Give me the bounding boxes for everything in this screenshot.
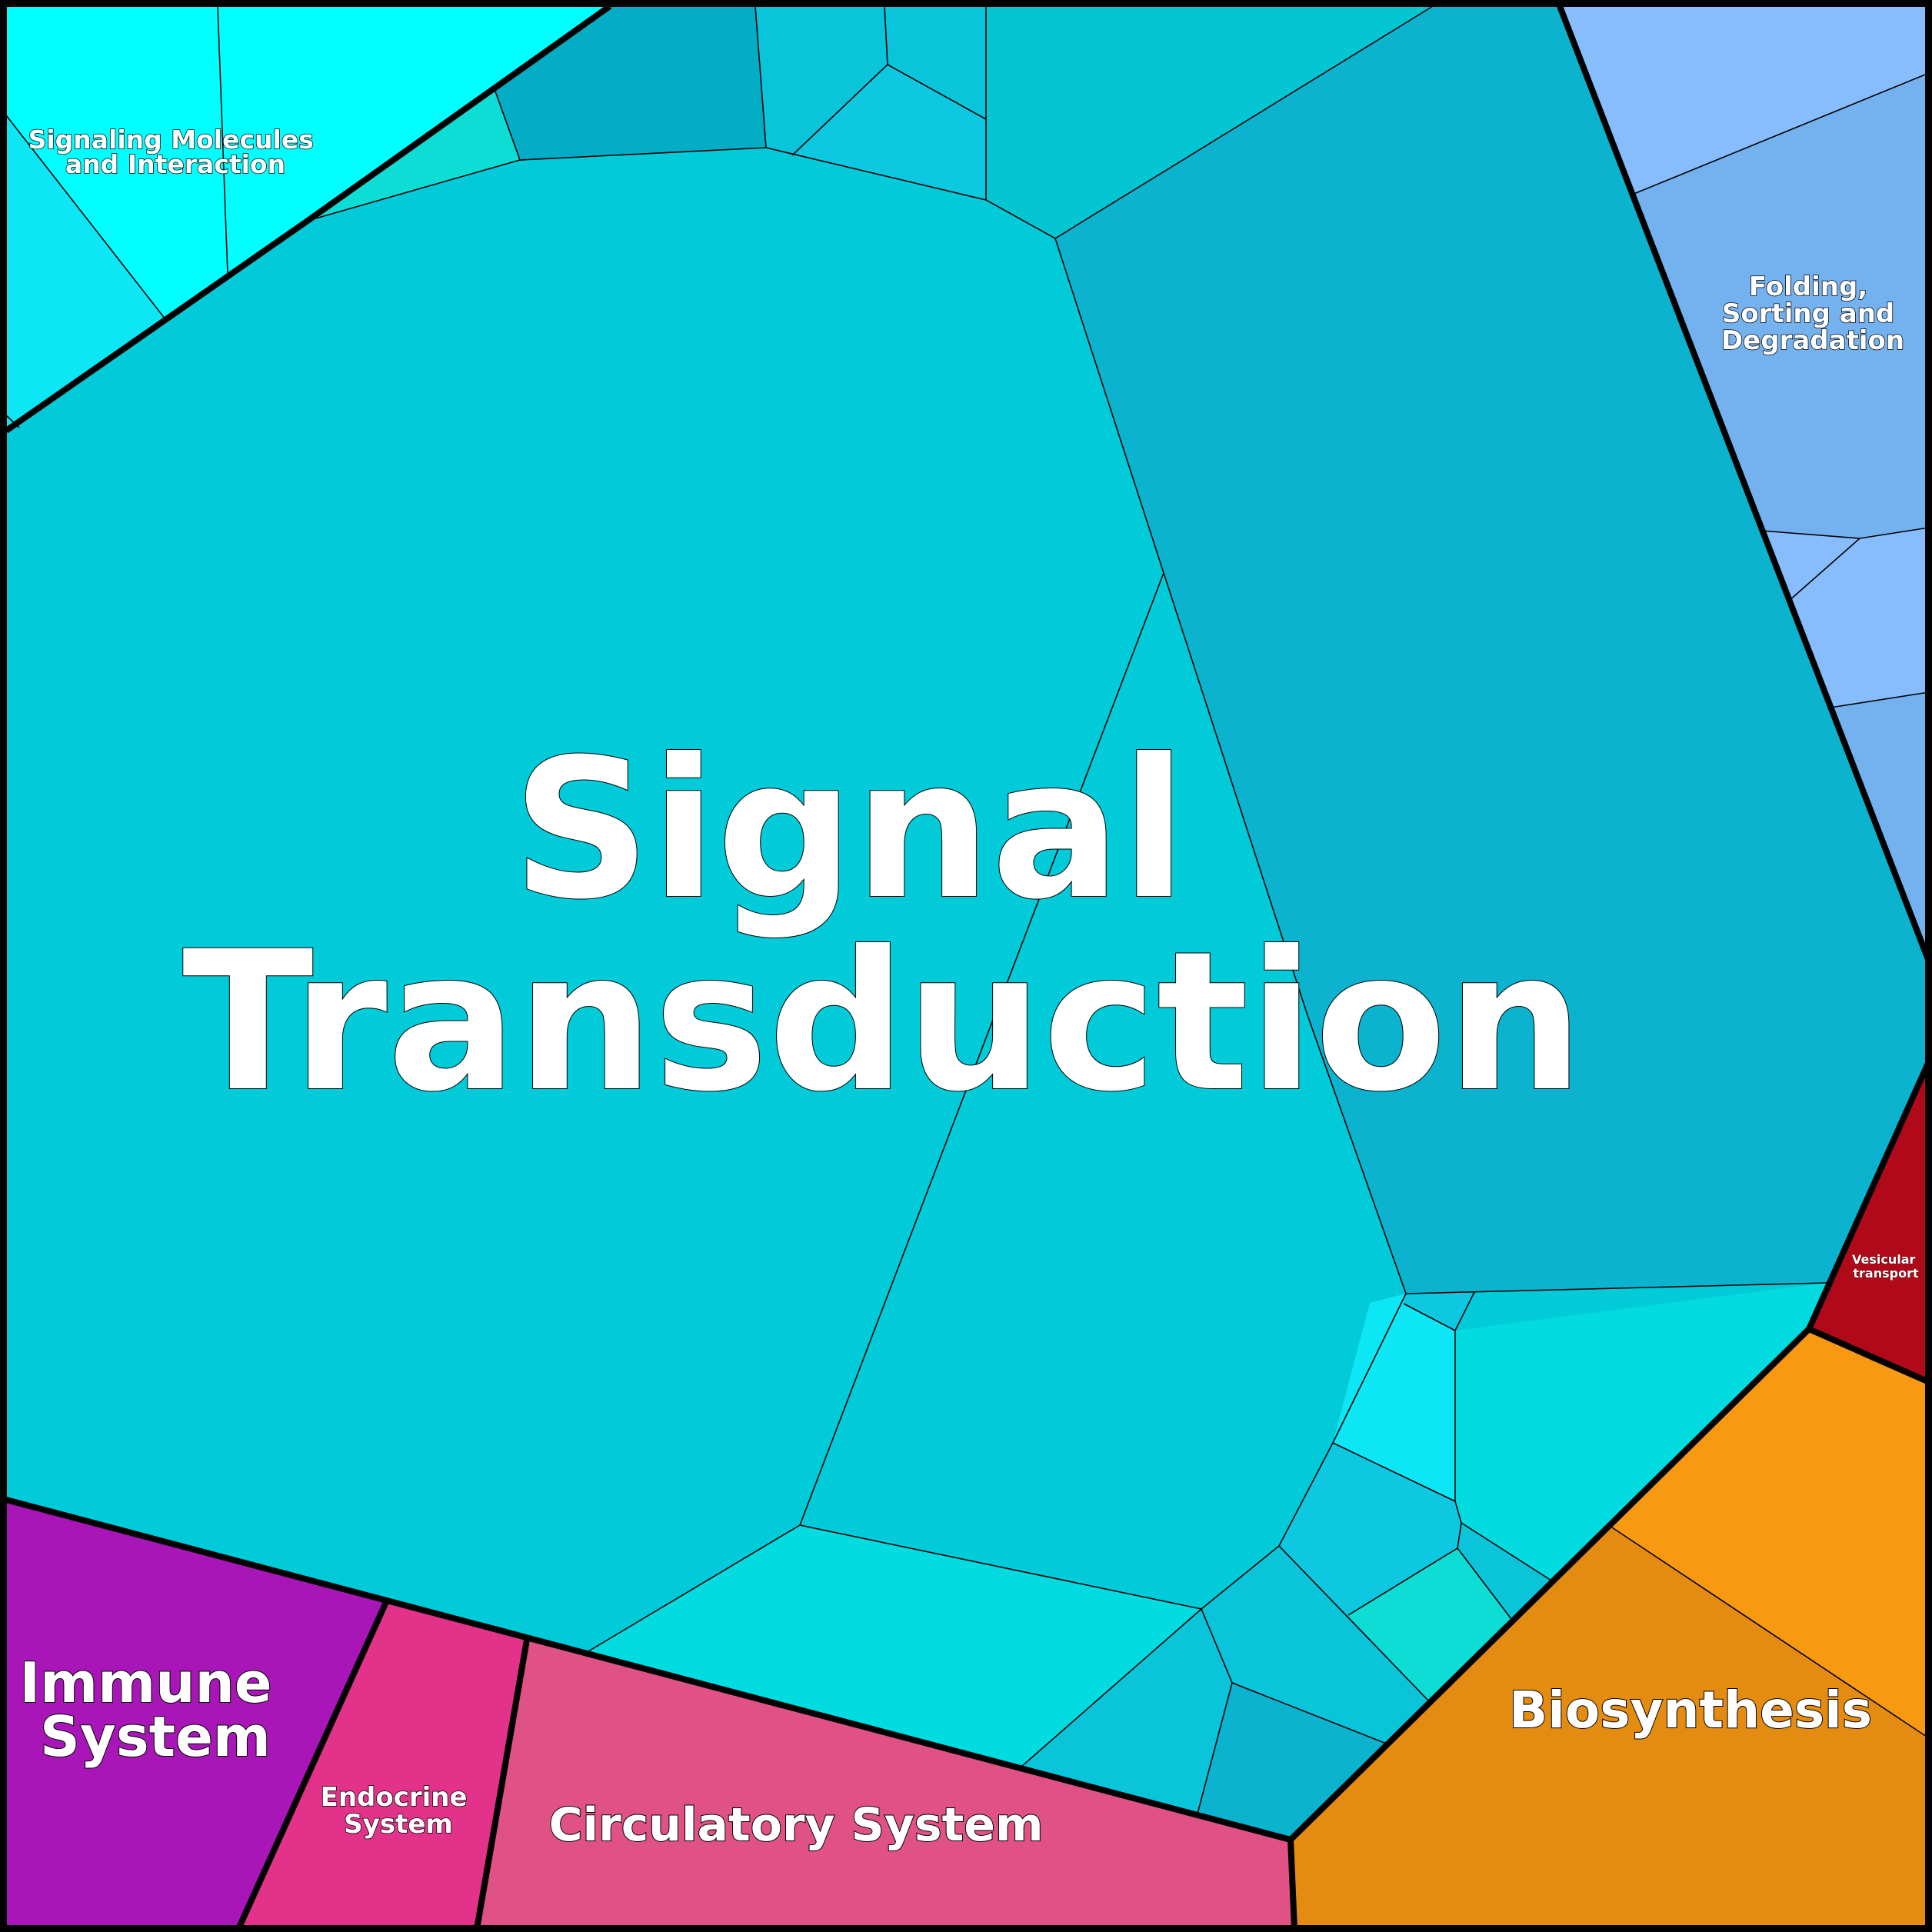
cell-biosynthesis[interactable] (1291, 1526, 1929, 1929)
cell-signal-top-4[interactable] (986, 6, 1433, 238)
thin-borders (5, 5, 1930, 1814)
cell-circulatory-system[interactable] (477, 1640, 1294, 1929)
cell-folding-lower[interactable] (1761, 528, 1929, 708)
cell-signaling-molecules-big[interactable] (6, 6, 610, 319)
cell-folding-mid[interactable] (1632, 73, 1929, 538)
cell-signal-br-4[interactable] (1279, 1443, 1461, 1615)
cell-signaling-molecules-teal[interactable] (308, 89, 520, 221)
cell-signal-top-3[interactable] (792, 65, 986, 200)
cell-signaling-molecules-left[interactable] (6, 115, 165, 431)
cell-signal-br-5[interactable] (1348, 1548, 1511, 1701)
cell-signal-right-dark[interactable] (1055, 6, 1929, 1294)
cell-vesicular-transport[interactable] (1809, 1061, 1929, 1382)
cell-signal-br-7[interactable] (1455, 1283, 1827, 1581)
label-signaling-molecules: Signaling Molecules and Interaction (28, 125, 323, 179)
cell-immune-system[interactable] (6, 1500, 386, 1929)
label-immune-system: Immune System (19, 1651, 291, 1769)
cell-signal-bottom-bright[interactable] (588, 1525, 1201, 1767)
label-vesicular-transport: Vesicular transport (1852, 1252, 1920, 1281)
cell-signal-lower-middle[interactable] (800, 573, 1406, 1609)
labels: Signal Transduction Signaling Molecules … (18, 124, 1920, 1853)
cell-folding-top[interactable] (1560, 6, 1929, 195)
cell-signal-top-1[interactable] (755, 6, 888, 155)
cell-signal-top-dark[interactable] (495, 6, 766, 160)
cell-signal-top-2[interactable] (884, 6, 986, 119)
label-biosynthesis: Biosynthesis (1509, 1681, 1872, 1740)
cell-signal-br-3[interactable] (1201, 1546, 1429, 1744)
cell-signal-br-6[interactable] (1457, 1523, 1551, 1619)
label-circulatory-system: Circulatory System (549, 1798, 1044, 1852)
cell-signal-br-8[interactable] (1333, 1292, 1474, 1501)
cell-signal-br-2[interactable] (1198, 1683, 1388, 1840)
cell-biosynthesis-light[interactable] (1610, 1329, 1929, 1738)
label-signal-transduction: Signal Transduction (182, 718, 1584, 1134)
label-folding-sorting-degradation: Folding, Sorting and Degradation (1721, 271, 1904, 356)
cell-signal-br-9[interactable] (1404, 1292, 1474, 1331)
cell-signal-br-1[interactable] (1021, 1609, 1232, 1814)
label-endocrine-system: Endocrine System (321, 1782, 477, 1840)
cell-endocrine-system[interactable] (238, 1602, 527, 1929)
